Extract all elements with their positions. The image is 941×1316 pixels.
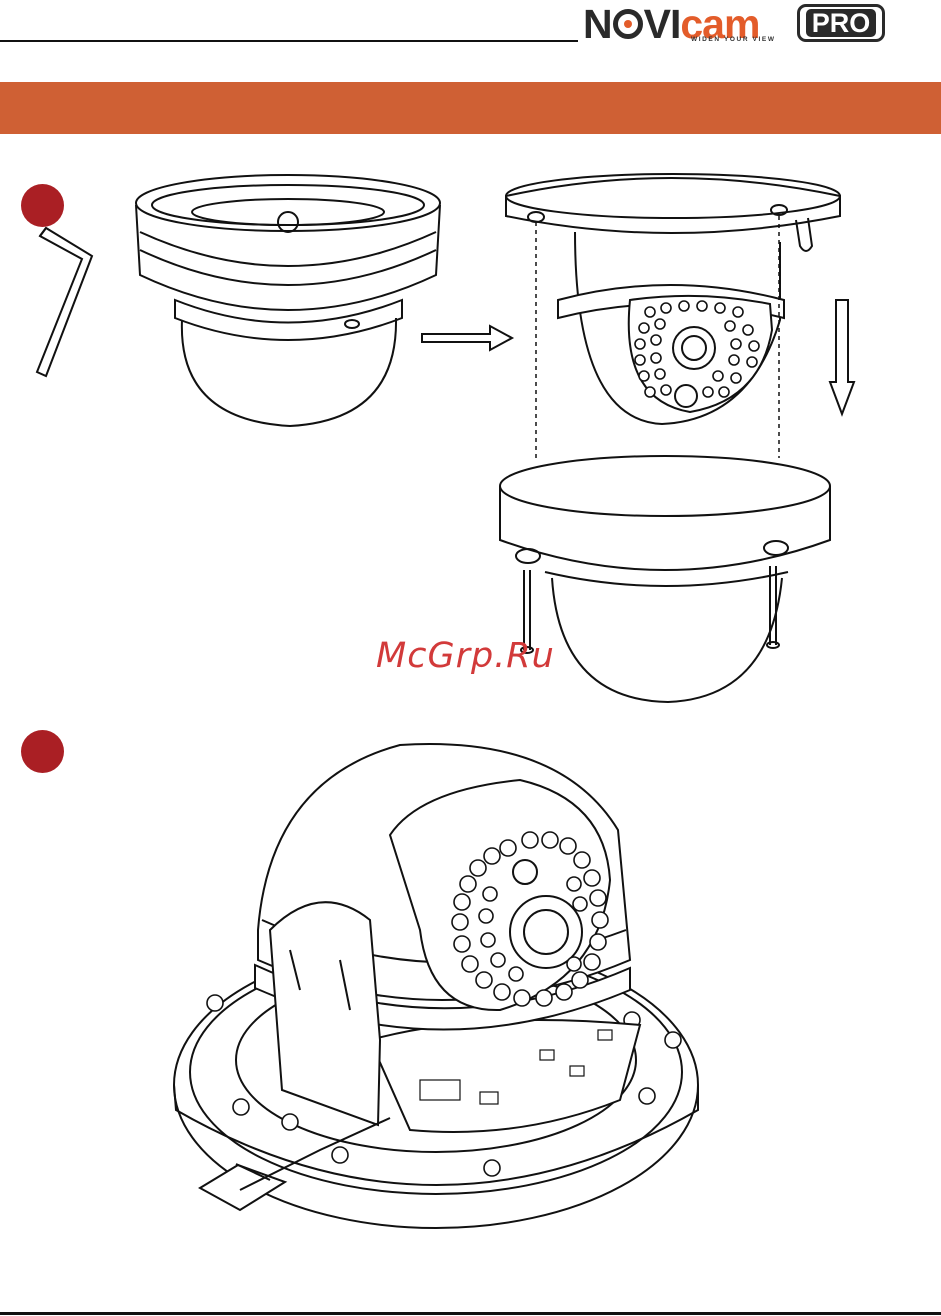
- right-arrow-icon: [422, 326, 512, 350]
- camera-sd-card-install: [174, 744, 698, 1228]
- camera-base-and-module: [506, 174, 840, 424]
- footer-rule: [0, 1312, 941, 1315]
- camera-assembled: [136, 175, 440, 426]
- down-arrow-icon: [830, 300, 854, 414]
- hex-key-icon: [37, 228, 92, 376]
- watermark: McGrp.Ru: [376, 636, 555, 676]
